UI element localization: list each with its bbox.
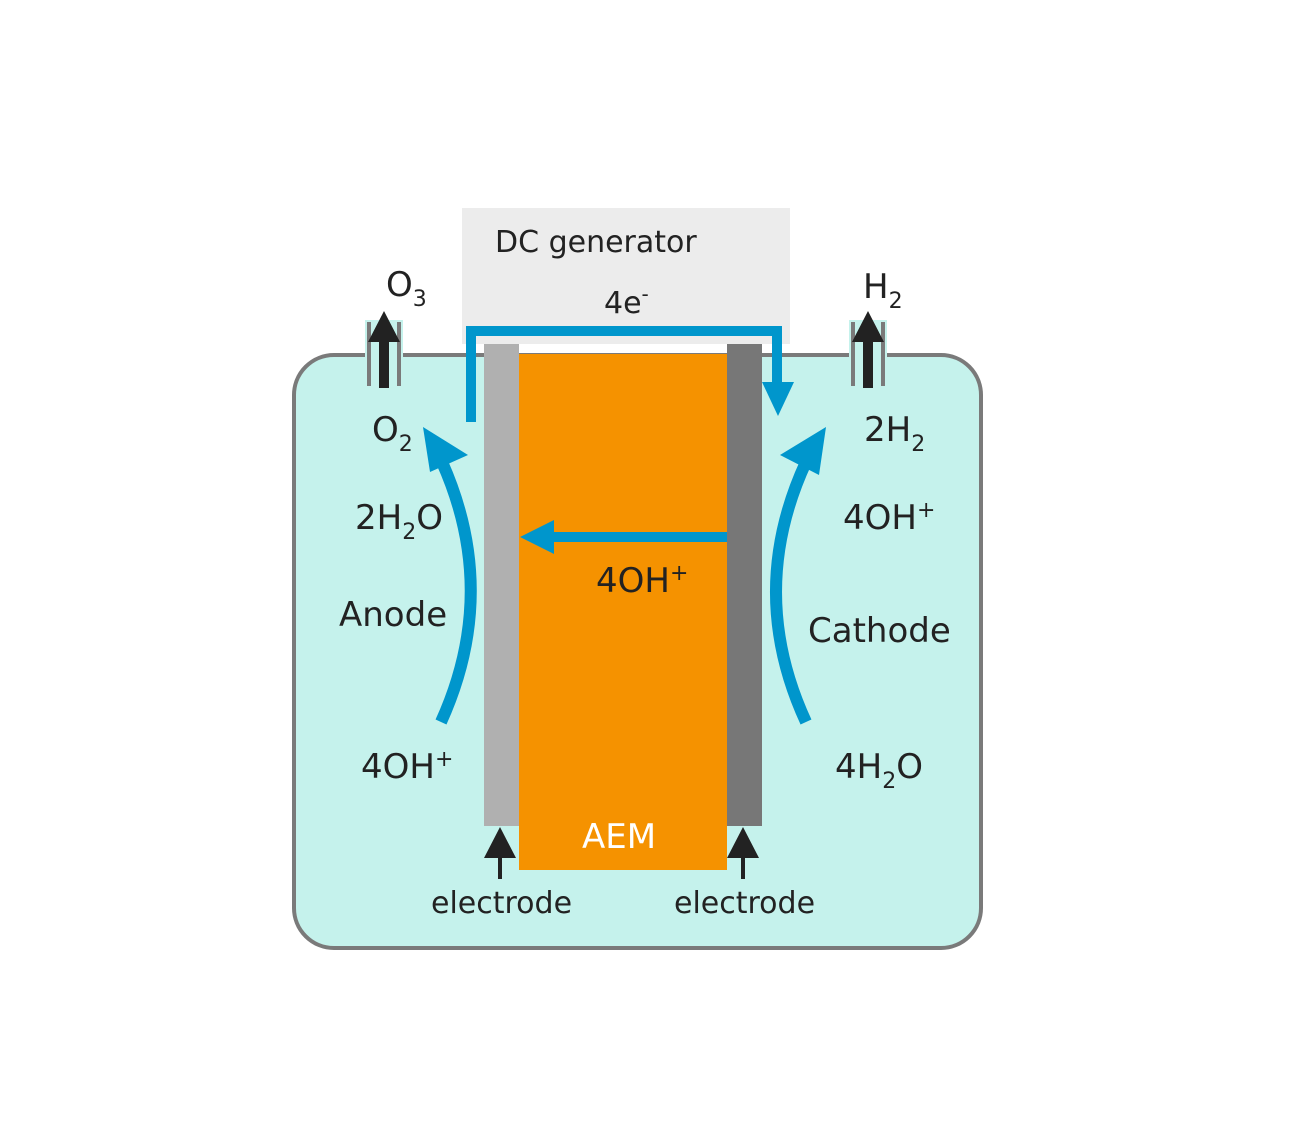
outlet-right-formula: H2 (863, 267, 903, 314)
anode-reactant-hydroxide: 4OH+ (361, 747, 453, 787)
cathode-reaction-arrow (770, 459, 812, 725)
cathode-hydroxide: 4OH+ (843, 498, 935, 538)
dc-generator-box (462, 208, 790, 344)
cathode-product-h2: 2H2 (864, 410, 925, 457)
cathode-reaction-arrowhead (780, 427, 826, 475)
anode-product-o2: O2 (372, 410, 413, 457)
dc-generator-label: DC generator (495, 225, 697, 260)
left-electrode-pointer (484, 827, 516, 879)
aem-membrane (519, 354, 727, 870)
anode-title: Anode (339, 595, 447, 635)
right-electrode-label: electrode (674, 886, 815, 921)
cathode-electrode-plate (727, 344, 762, 826)
anode-reaction-arrowhead (423, 427, 468, 472)
anode-electrode-plate (484, 344, 519, 826)
outlet-left-formula: O3 (386, 265, 427, 312)
oxygen-outlet-pipe (365, 311, 403, 388)
membrane-ion-label: 4OH+ (596, 561, 688, 601)
electron-flow-arrowhead (762, 382, 794, 416)
electron-flow-wire (466, 326, 782, 422)
electron-label: 4e- (604, 282, 649, 321)
cathode-title: Cathode (808, 611, 951, 651)
anode-water: 2H2O (355, 498, 443, 545)
ion-flow-arrowhead (520, 520, 554, 554)
left-electrode-label: electrode (431, 886, 572, 921)
hydrogen-outlet-pipe (849, 311, 887, 388)
anode-reaction-arrow (435, 459, 477, 725)
cathode-water: 4H2O (835, 747, 923, 794)
right-electrode-pointer (727, 827, 759, 879)
aem-label: AEM (582, 817, 656, 857)
